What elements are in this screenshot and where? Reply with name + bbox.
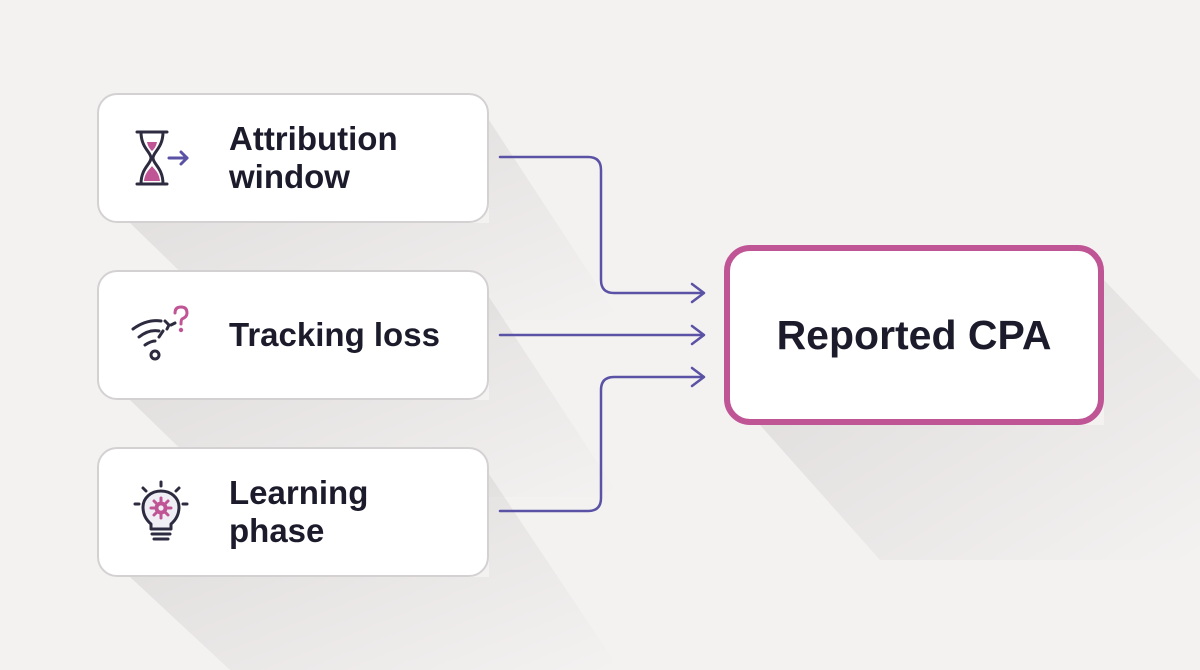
arrowhead-tracking — [690, 324, 706, 346]
connector-attribution — [498, 155, 705, 295]
arrowhead-learning — [690, 366, 706, 388]
arrowhead-attribution — [690, 282, 706, 304]
node-attribution-window: Attribution window — [97, 93, 489, 223]
node-tracking-loss: Tracking loss — [97, 270, 489, 400]
node-label: Attribution window — [229, 120, 398, 195]
lightbulb-gear-icon — [133, 480, 189, 541]
broken-signal-question-icon — [131, 305, 189, 361]
connector-learning — [498, 375, 705, 513]
node-label: Tracking loss — [229, 316, 440, 353]
hourglass-arrow-icon — [135, 130, 189, 186]
node-label: Reported CPA — [776, 311, 1052, 358]
node-learning-phase: Learning phase — [97, 447, 489, 577]
node-label: Learning phase — [229, 474, 369, 549]
node-reported-cpa: Reported CPA — [724, 245, 1104, 425]
